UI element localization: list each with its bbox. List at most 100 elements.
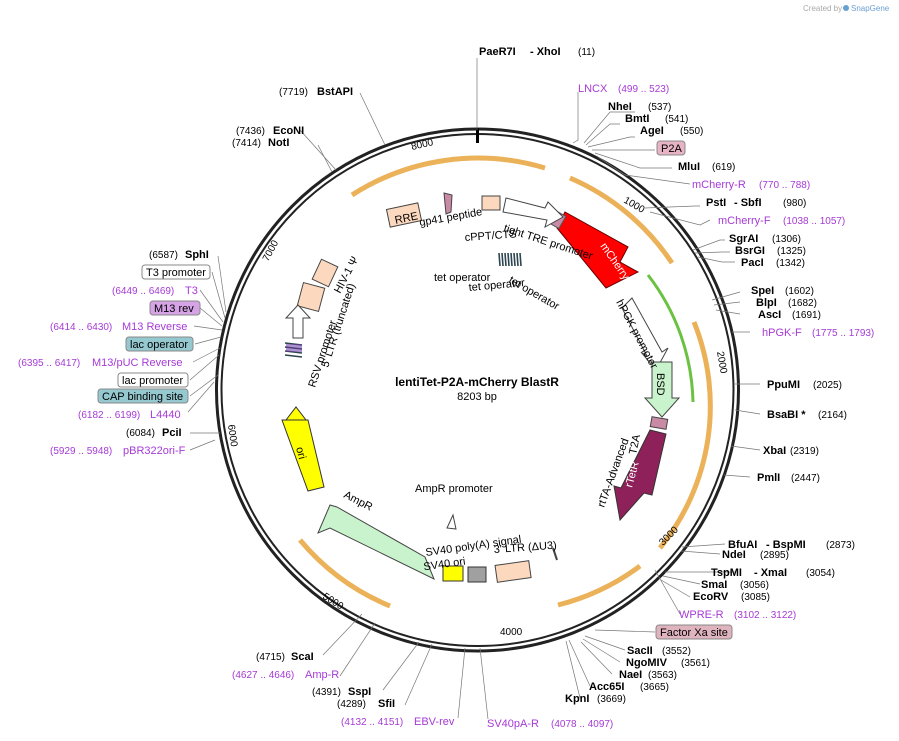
primer-wpre-r: WPRE-R [679,609,724,621]
site-paer7i: PaeR7I [479,46,516,58]
orf-arc-5 [298,538,391,609]
primer-l4440-pos: (6182 .. 6199) [78,410,140,421]
site-agei-pos: (550) [680,126,703,137]
site-bmti-pos: (541) [665,114,688,125]
ltr3-block [494,560,532,583]
primer-lncx-pos: (499 .. 523) [618,84,669,95]
site-ecorv-pos: (3085) [741,592,770,603]
site-scai-pos: (4715) [256,652,285,663]
site-bstapi-pos: (7719) [279,87,308,98]
site-ppumi: PpuMI [767,379,800,391]
orf-arcs [298,155,713,609]
site-spei-pos: (1602) [785,286,814,297]
watermark-brand: SnapGene [851,4,890,13]
site-ngomiv-pos: (3561) [681,658,710,669]
site-xhoi-pos: (11) [578,47,595,58]
site-bsrgi: BsrGI [735,245,765,257]
site-kpni: KpnI [565,693,589,705]
box-lac-promoter: lac promoter [117,372,189,388]
primer-ebv-rev: EBV-rev [414,716,455,728]
site-noti: NotI [268,137,289,149]
box-lac-operator: lac operator [125,336,194,352]
orf-arc-4 [557,563,642,608]
site-sbfi-pos: (980) [783,198,806,209]
site-paci-pos: (1342) [776,258,805,269]
site-scai: ScaI [291,651,314,663]
site-psti: PstI [706,197,726,209]
primer-sv40pa-r: SV40pA-R [487,718,539,730]
site-ngomiv: NgoMIV [626,657,668,669]
map-title: lentiTet-P2A-mCherry BlastR [395,375,559,389]
hpgk-promoter-arrow [621,297,669,371]
site-xbai-pos: (2319) [790,446,819,457]
site-noti-pos: (7414) [232,138,261,149]
site-nhei: NheI [608,101,632,113]
cppt-block [481,195,501,211]
site-sacii: SacII [627,645,653,657]
site-xmai-pos: (3054) [806,568,835,579]
ltr5-block [296,281,326,313]
sv40-ori-block [442,565,464,582]
tet-operator-label-3: tet operator [507,274,562,313]
rtta-arrow [613,429,667,522]
box-t3-promoter: T3 promoter [141,264,211,280]
site-sfii-pos: (4289) [337,699,366,710]
primer-amp-r: Amp-R [305,669,339,681]
site-smai-pos: (3056) [740,580,769,591]
ampr-promoter-label: AmpR promoter [415,483,493,495]
primer-amp-r-pos: (4627 .. 4646) [232,670,294,681]
ampr-label: AmpR [342,489,375,514]
box-factor-xa-label: Factor Xa site [660,627,728,639]
primer-m13puc-reverse-pos: (6395 .. 6417) [18,358,80,369]
orf-arc-1 [350,155,546,198]
tick-6000: 6000 [225,424,239,448]
site-ndei-pos: (2895) [760,550,789,561]
site-blpi: BlpI [756,297,777,309]
ori-arrowhead [284,406,308,421]
site-bsabi: BsaBI * [767,409,806,421]
site-naei: NaeI [619,669,642,681]
primer-m13-reverse-pos: (6414 .. 6430) [50,322,112,333]
t2a-label: T2A [627,433,643,456]
m13-marker [286,344,302,352]
ori-label: ori [293,446,308,461]
sv40-ori-label: SV40 ori [423,556,466,574]
primer-m13-reverse: M13 Reverse [122,321,187,333]
site-bfuai: BfuAI [728,539,757,551]
primer-t3: T3 [185,285,198,297]
rre-block [385,202,423,228]
site-nhei-pos: (537) [648,102,671,113]
site-spei: SpeI [751,285,774,297]
site-acc65i-pos: (3665) [640,682,669,693]
primer-pbr322ori-f-pos: (5929 .. 5948) [50,446,112,457]
site-xbai: XbaI [763,445,786,457]
primer-t3-pos: (6449 .. 6469) [112,286,174,297]
site-ndei: NdeI [722,549,746,561]
site-sspi: SspI [348,686,371,698]
tet-operator-label-1: tet operator [434,272,491,284]
primer-mcherry-r: mCherry-R [692,179,746,191]
tet-operator-label-2: tet operator [468,277,525,294]
site-kpni-pos: (3669) [597,694,626,705]
box-p2a-label: P2A [661,143,682,155]
primer-hpgk-f: hPGK-F [762,327,802,339]
cppt-label: cPPT/CTS [464,228,517,244]
primer-mcherry-r-pos: (770 .. 788) [759,180,810,191]
site-pmli-pos: (2447) [791,473,820,484]
site-ecorv: EcoRV [693,591,729,603]
site-mlui: MluI [678,161,700,173]
box-factor-xa: Factor Xa site [655,624,733,640]
site-xhoi: - XhoI [530,46,561,58]
site-sgrai-pos: (1306) [772,234,801,245]
site-sbfi: - SbfI [734,197,762,209]
tick-4000: 4000 [500,627,523,638]
site-pmli: PmlI [757,472,780,484]
watermark-prefix: Created by [803,4,842,13]
site-sphi-pos: (6587) [149,250,178,261]
site-asci: AscI [758,309,781,321]
rsv-promoter-arrow [284,304,312,339]
primer-l4440: L4440 [150,409,181,421]
leader-lines [187,58,761,720]
map-size: 8203 bp [457,391,497,403]
